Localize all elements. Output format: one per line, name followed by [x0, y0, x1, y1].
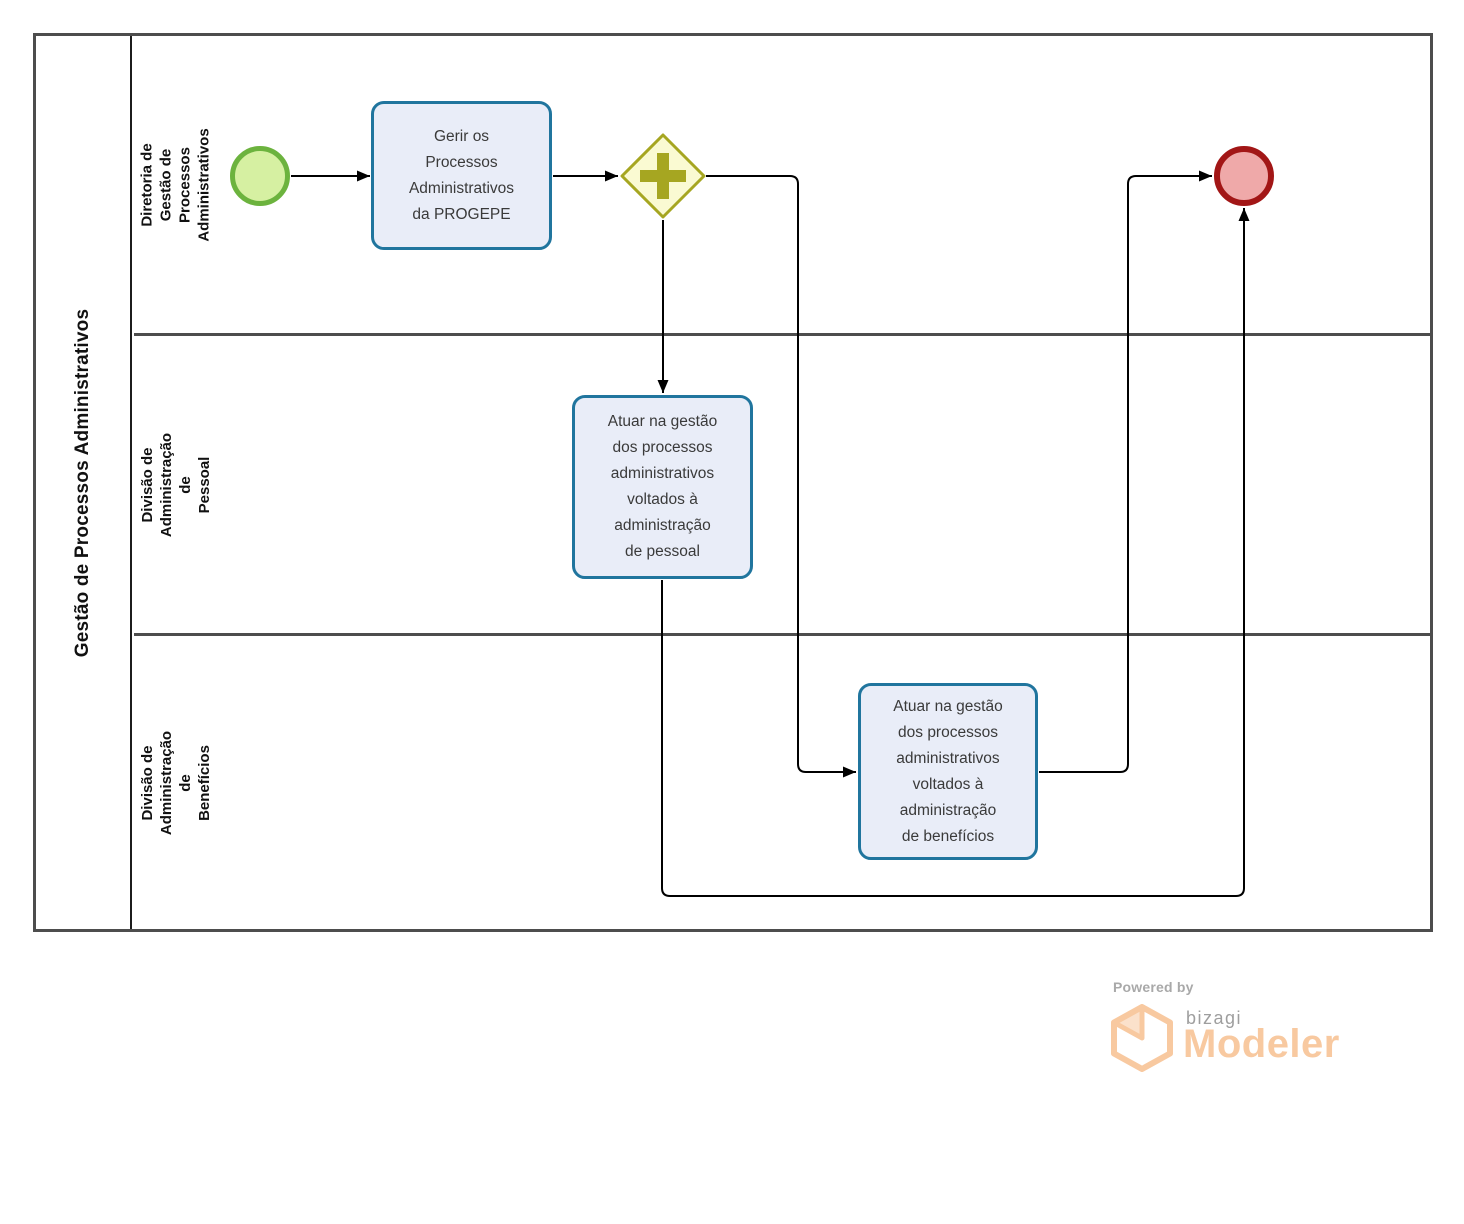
task-label: Atuar na gestão dos processos administra… [893, 697, 1003, 845]
lane-administracao-beneficios: Divisão de Administração de Benefícios [134, 633, 1430, 929]
lane-label-cell: Diretoria de Gestão de Processos Adminis… [134, 36, 218, 333]
lane-administracao-pessoal: Divisão de Administração de Pessoal [134, 333, 1430, 633]
pool-title: Gestão de Processos Administrativos [72, 308, 94, 657]
plus-icon [640, 153, 686, 199]
bizagi-hexagon-icon [1111, 1004, 1173, 1072]
task-label: Gerir os Processos Administrativos da PR… [408, 127, 515, 223]
lane-title-diretoria: Diretoria de Gestão de Processos Adminis… [139, 127, 214, 242]
lane-label-cell: Divisão de Administração de Pessoal [134, 336, 218, 633]
task-gestao-beneficios: Atuar na gestão dos processos administra… [858, 683, 1038, 860]
lane-label-cell: Divisão de Administração de Benefícios [134, 636, 218, 929]
task-label: Atuar na gestão dos processos administra… [607, 413, 718, 560]
bizagi-wordmark: bizagi [1186, 1008, 1243, 1028]
end-event [1214, 146, 1274, 206]
pool-header: Gestão de Processos Administrativos [36, 36, 132, 929]
task-gerir-processos: Gerir os Processos Administrativos da PR… [371, 101, 552, 250]
parallel-gateway [620, 133, 706, 219]
modeler-wordmark: Modeler [1183, 1022, 1340, 1066]
powered-by-label: Powered by [1113, 979, 1194, 995]
task-gestao-pessoal: Atuar na gestão dos processos administra… [572, 395, 753, 579]
lane-title-pessoal: Divisão de Administração de Pessoal [139, 432, 214, 537]
start-event [230, 146, 290, 206]
lane-title-beneficios: Divisão de Administração de Benefícios [139, 730, 214, 835]
